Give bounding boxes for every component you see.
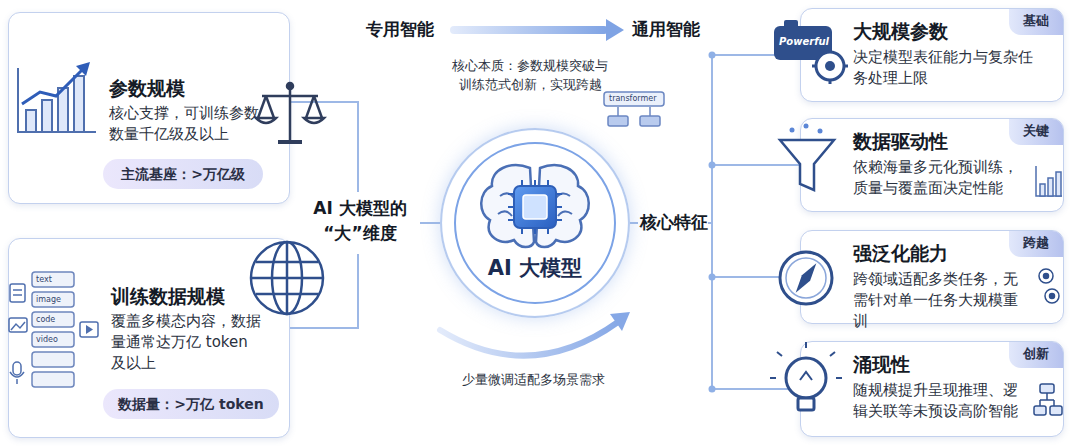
connector-line <box>630 55 800 223</box>
diagram-label: 核心特征 <box>640 210 708 235</box>
flowchart-icon <box>1034 384 1062 415</box>
finetune-arc <box>440 322 618 356</box>
diagram-label: text <box>36 275 52 285</box>
feature-box: 强泛化能力跨领域适配多类任务，无需针对单一任务大规模重训跨越 <box>800 230 1064 324</box>
diagram-label: 核心本质：参数规模突破与训练范式创新，实现跨越 <box>446 56 614 94</box>
text-group: 训练数据规模覆盖多模态内容，数据量通常达万亿 token 及以上 <box>111 283 263 374</box>
brain-chip-icon <box>455 143 615 303</box>
node-heading: 大规模参数 <box>853 18 1033 44</box>
connector-line <box>630 223 800 389</box>
diagram-label: AI 大模型的“大”维度 <box>298 196 422 246</box>
text-group: 强泛化能力跨领域适配多类任务，无需针对单一任务大规模重训 <box>853 240 1031 332</box>
finetune-arc-head <box>610 312 630 331</box>
node-body: 决定模型表征能力与复杂任务处理上限 <box>853 47 1033 89</box>
core-circle: AI 大模型 <box>440 128 630 318</box>
node-heading: 主流基座：>万亿级 <box>121 161 245 187</box>
engine-icon <box>774 20 848 84</box>
diagram-label: video <box>36 335 58 345</box>
junction-dot <box>709 162 716 169</box>
feature-box: 数据驱动性依赖海量多元化预训练，质量与覆盖面决定性能关键 <box>800 118 1064 212</box>
value-pill: 主流基座：>万亿级 <box>103 159 263 189</box>
node-heading: 基础 <box>1023 8 1049 34</box>
node-heading: 跨越 <box>1023 230 1049 256</box>
target-icon <box>1039 269 1059 303</box>
diagram-label: 少量微调适配多场景需求 <box>448 370 618 389</box>
feature-tag: 基础 <box>1009 9 1063 35</box>
node-body: 覆盖多模态内容，数据量通常达万亿 token 及以上 <box>111 311 263 374</box>
funnel-icon <box>780 124 834 191</box>
node-heading: 参数规模 <box>109 75 259 101</box>
progress-arrow-head <box>606 19 624 41</box>
lightbulb-icon <box>770 342 842 410</box>
balance-scale-icon <box>256 83 324 142</box>
feature-tag: 创新 <box>1009 342 1063 368</box>
node-heading: 训练数据规模 <box>111 283 263 309</box>
compass-icon <box>780 252 832 304</box>
node-heading: 数据驱动性 <box>853 128 1031 154</box>
node-heading: 关键 <box>1023 118 1049 144</box>
progress-arrow-shaft <box>450 26 608 34</box>
node-heading: 数据量：>万亿 token <box>118 391 263 417</box>
text-group: 涌现性随规模提升呈现推理、逻辑关联等未预设高阶智能 <box>853 351 1029 422</box>
text-group: AI 大模型 <box>442 254 628 282</box>
text-group: 数据驱动性依赖海量多元化预训练，质量与覆盖面决定性能 <box>853 128 1031 199</box>
junction-dot <box>709 274 716 281</box>
node-heading: 创新 <box>1023 341 1049 367</box>
text-group: 参数规模核心支撑，可训练参数数量千亿级及以上 <box>109 75 259 145</box>
node-body: 依赖海量多元化预训练，质量与覆盖面决定性能 <box>853 157 1031 199</box>
diagram-label: code <box>36 315 55 325</box>
node-body: 核心支撑，可训练参数数量千亿级及以上 <box>109 103 259 145</box>
feature-box: 大规模参数决定模型表征能力与复杂任务处理上限基础 <box>800 8 1064 102</box>
diagram-label: 通用智能 <box>632 17 700 42</box>
diagram-label: image <box>36 295 61 305</box>
node-heading: AI 大模型 <box>442 254 628 282</box>
growth-chart-icon <box>18 62 96 132</box>
mini-chart-icon <box>1036 166 1062 196</box>
junction-dot <box>709 52 716 59</box>
node-heading: 涌现性 <box>853 351 1029 377</box>
feature-box: 涌现性随规模提升呈现推理、逻辑关联等未预设高阶智能创新 <box>800 341 1064 437</box>
text-group: 大规模参数决定模型表征能力与复杂任务处理上限 <box>853 18 1033 89</box>
node-body: 随规模提升呈现推理、逻辑关联等未预设高阶智能 <box>853 380 1029 422</box>
value-pill: 数据量：>万亿 token <box>103 389 279 419</box>
feature-tag: 跨越 <box>1009 231 1063 257</box>
node-heading: 强泛化能力 <box>853 240 1031 266</box>
transformer-icon <box>604 92 664 126</box>
diagram-label: Powerful <box>779 36 829 48</box>
diagram-label: transformer <box>609 94 656 104</box>
globe-icon <box>251 242 323 314</box>
diagram-label: 专用智能 <box>366 17 434 42</box>
data-stack-icon <box>9 272 98 387</box>
junction-dot <box>709 386 716 393</box>
feature-tag: 关键 <box>1009 119 1063 145</box>
node-body: 跨领域适配多类任务，无需针对单一任务大规模重训 <box>853 269 1031 332</box>
dimension-box: 参数规模核心支撑，可训练参数数量千亿级及以上主流基座：>万亿级 <box>8 12 290 204</box>
